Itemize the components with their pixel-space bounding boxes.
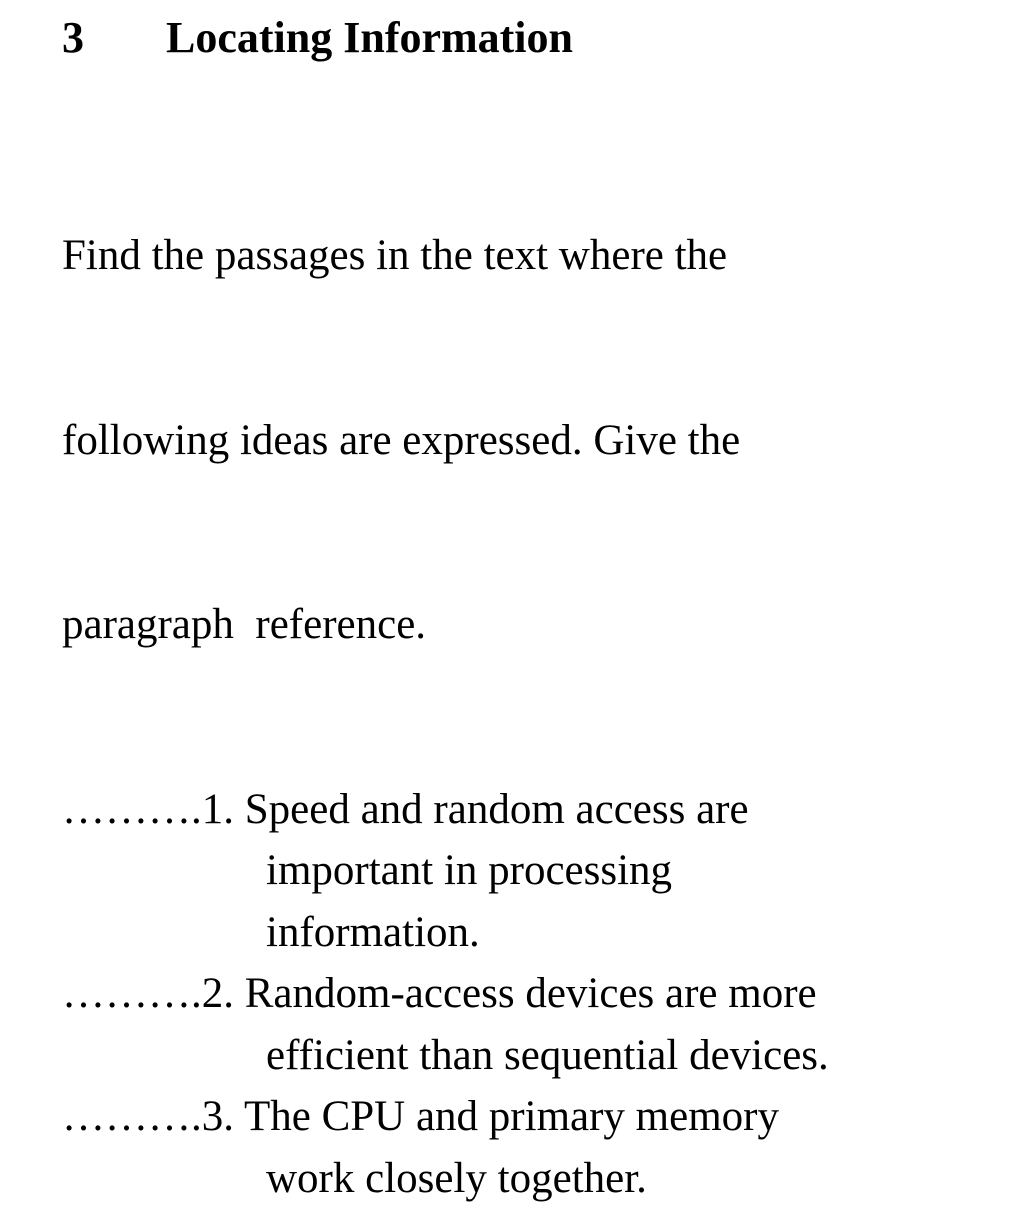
answer-blank: ……….1.	[62, 786, 234, 833]
exercise-body: Find the passages in the text where the …	[62, 102, 1002, 1209]
item-continuation: work closely together.	[62, 1148, 1002, 1209]
item-first-line: ……….3. The CPU and primary memory	[62, 1086, 1002, 1148]
instruction-line: Find the passages in the text where the	[62, 225, 1002, 287]
instruction-text: Find the passages in the text where the …	[62, 102, 1002, 779]
item-first-line: ……….2. Random-access devices are more	[62, 963, 1002, 1025]
instruction-line: paragraph reference.	[62, 594, 1002, 656]
item-text: Random-access devices are more	[234, 970, 817, 1017]
item-continuation: important in processing	[62, 840, 1002, 902]
section-number: 3	[62, 12, 166, 64]
item-first-line: ……….1. Speed and random access are	[62, 779, 1002, 841]
instruction-line: following ideas are expressed. Give the	[62, 410, 1002, 472]
exercise-item-3: ……….3. The CPU and primary memory work c…	[62, 1086, 1002, 1209]
answer-blank: ……….2.	[62, 970, 234, 1017]
exercise-item-1: ……….1. Speed and random access are impor…	[62, 779, 1002, 964]
item-text: The CPU and primary memory	[234, 1093, 779, 1140]
exercise-item-2: ……….2. Random-access devices are more ef…	[62, 963, 1002, 1086]
item-text: Speed and random access are	[234, 786, 749, 833]
section-title: Locating Information	[166, 13, 573, 62]
answer-blank: ……….3.	[62, 1093, 234, 1140]
item-continuation: information.	[62, 902, 1002, 964]
item-continuation: efficient than sequential devices.	[62, 1025, 1002, 1087]
